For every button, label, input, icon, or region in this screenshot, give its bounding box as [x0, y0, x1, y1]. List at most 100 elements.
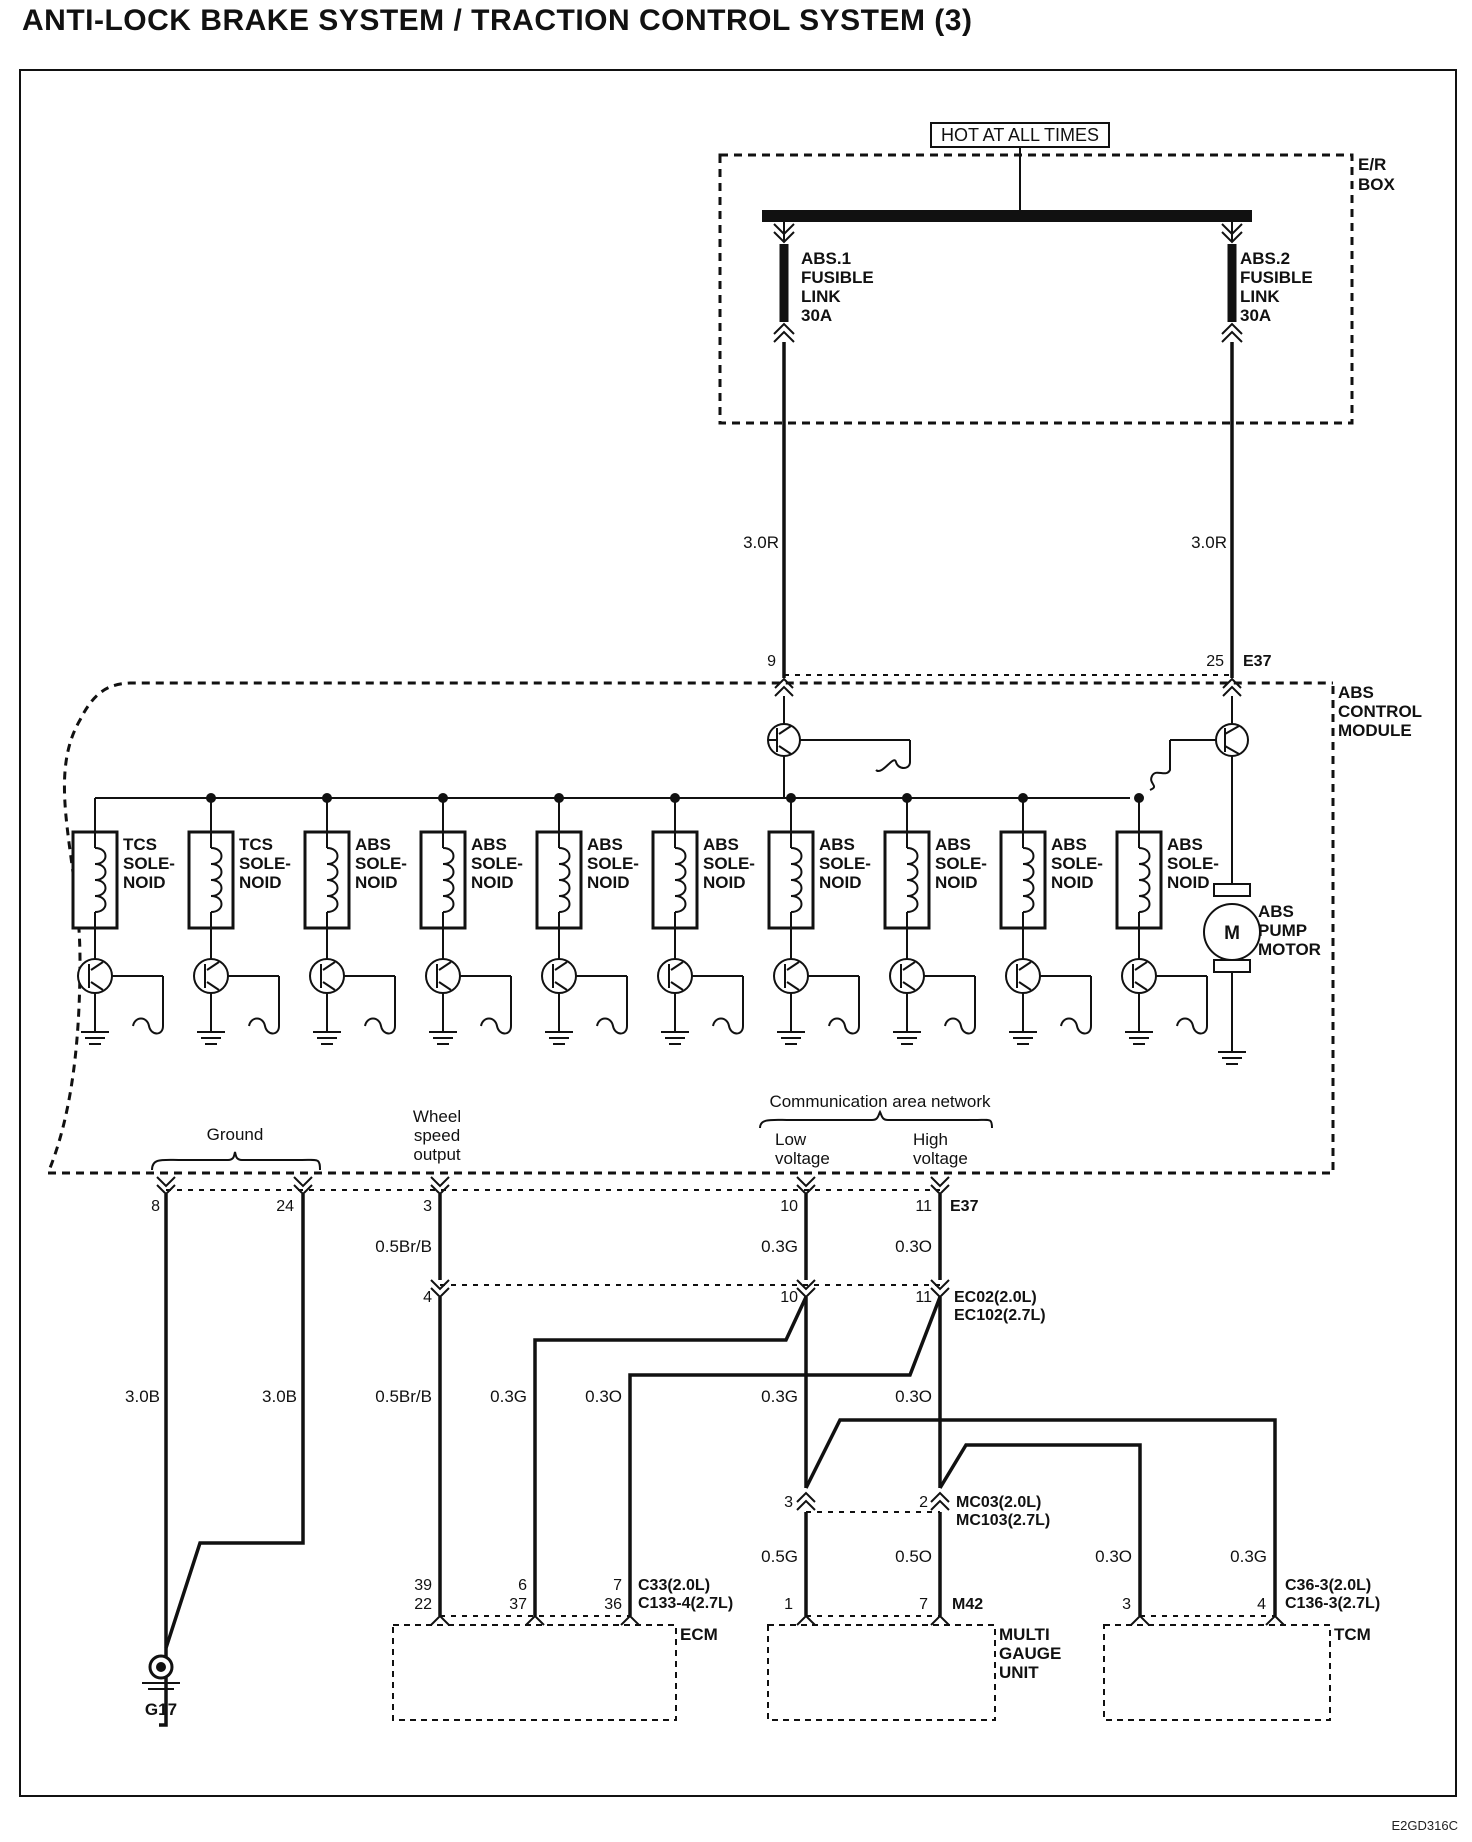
solenoid-array: TCSSOLE-NOIDTCSSOLE-NOIDABSSOLE-NOIDABSS… — [71, 793, 1219, 1045]
supply-transistor-right — [1215, 723, 1249, 757]
ecm-box — [392, 1624, 677, 1721]
wheel-speed-label-3: output — [413, 1145, 461, 1164]
connector-mc103: MC103(2.7L) — [956, 1512, 1050, 1529]
pump-motor-label-2: PUMP — [1258, 921, 1307, 940]
er-box-outline — [718, 153, 1354, 425]
solenoid-coil-6 — [674, 847, 687, 913]
solenoid-7-label-3: NOID — [819, 873, 862, 892]
solenoid-coil-9 — [1022, 847, 1035, 913]
connector-e37-top: E37 — [1243, 653, 1272, 670]
solenoid-4-label-3: NOID — [471, 873, 514, 892]
wire-label-brb-2: 0.5Br/B — [375, 1387, 432, 1406]
solenoid-7-label-1: ABS — [819, 835, 855, 854]
solenoid-4-label-2: SOLE- — [471, 854, 523, 873]
solenoid-9-label-3: NOID — [1051, 873, 1094, 892]
fusible-link-1-line4: 30A — [801, 306, 832, 325]
solenoid-coil-1 — [94, 847, 107, 913]
pin-e37-24: 24 — [276, 1198, 294, 1215]
er-box-label-1: E/R — [1358, 155, 1386, 174]
connector-c36: C36-3(2.0L) — [1285, 1577, 1371, 1594]
pin-ecm-7: 7 — [613, 1577, 622, 1594]
driver-transistor-6 — [657, 958, 693, 994]
mgu-label-1: MULTI — [999, 1625, 1050, 1644]
driver-transistor-7 — [773, 958, 809, 994]
diagram-title: ANTI-LOCK BRAKE SYSTEM / TRACTION CONTRO… — [22, 4, 973, 37]
pin-tcm-3: 3 — [1122, 1596, 1131, 1613]
solenoid-2-label-3: NOID — [239, 873, 282, 892]
driver-transistor-10 — [1121, 958, 1157, 994]
pin-ecm-36: 36 — [604, 1596, 622, 1613]
pump-motor-label-1: ABS — [1258, 902, 1294, 921]
connector-ec102: EC102(2.7L) — [954, 1307, 1046, 1324]
wire-label-g05: 0.5G — [761, 1547, 798, 1566]
solenoid-10-label-1: ABS — [1167, 835, 1203, 854]
pin-e37-8: 8 — [151, 1198, 160, 1215]
driver-transistor-4 — [425, 958, 461, 994]
solenoid-6-label-3: NOID — [703, 873, 746, 892]
bus-junction-7 — [786, 793, 796, 803]
pin-mc-2: 2 — [919, 1494, 928, 1511]
solenoid-3-label-3: NOID — [355, 873, 398, 892]
wire-label-brb-1: 0.5Br/B — [375, 1237, 432, 1256]
connector-c33: C33(2.0L) — [638, 1577, 710, 1594]
solenoid-8-label-1: ABS — [935, 835, 971, 854]
ground-g17-label: G17 — [145, 1700, 177, 1719]
solenoid-7-label-2: SOLE- — [819, 854, 871, 873]
wire-label-o05: 0.5O — [895, 1547, 932, 1566]
mgu-label-3: UNIT — [999, 1663, 1039, 1682]
mgu-label-2: GAUGE — [999, 1644, 1061, 1663]
fusible-link-1-line3: LINK — [801, 287, 841, 306]
wire-label-o03-1: 0.3O — [895, 1237, 932, 1256]
solenoid-coil-10 — [1138, 847, 1151, 913]
pin-e37-11: 11 — [915, 1198, 932, 1215]
can-high-label-2: voltage — [913, 1149, 968, 1168]
pin-e37-10: 10 — [780, 1198, 798, 1215]
fusible-link-2-line1: ABS.2 — [1240, 249, 1290, 268]
fusible-link-2-line2: FUSIBLE — [1240, 268, 1313, 287]
bus-junction-5 — [554, 793, 564, 803]
wire-label-3r-left: 3.0R — [743, 533, 779, 552]
pin-ecm-37: 37 — [509, 1596, 527, 1613]
solenoid-6-label-2: SOLE- — [703, 854, 755, 873]
bus-junction-9 — [1018, 793, 1028, 803]
bus-junction-2 — [206, 793, 216, 803]
solenoid-coil-8 — [906, 847, 919, 913]
wire-label-3b-right: 3.0B — [262, 1387, 297, 1406]
solenoid-2-label-1: TCS — [239, 835, 273, 854]
driver-transistor-5 — [541, 958, 577, 994]
hot-at-all-times-label: HOT AT ALL TIMES — [941, 125, 1099, 145]
solenoid-6-label-1: ABS — [703, 835, 739, 854]
pin-25: 25 — [1206, 653, 1224, 670]
wire-ground-8 — [159, 1194, 168, 1727]
solenoid-1-label-2: SOLE- — [123, 854, 175, 873]
driver-transistor-1 — [77, 958, 113, 994]
hot-at-all-times-box — [930, 122, 1110, 148]
solenoid-5-label-1: ABS — [587, 835, 623, 854]
fusible-link-2-line3: LINK — [1240, 287, 1280, 306]
fusible-link-2-line4: 30A — [1240, 306, 1271, 325]
wire-label-g03-3: 0.3G — [761, 1387, 798, 1406]
driver-transistor-8 — [889, 958, 925, 994]
pump-motor-label-3: MOTOR — [1258, 940, 1321, 959]
fusible-link-1-line2: FUSIBLE — [801, 268, 874, 287]
wire-can-low-ecm — [533, 1296, 808, 1616]
abs-module-outline — [45, 681, 1335, 1175]
can-title: Communication area network — [769, 1092, 991, 1111]
solenoid-5-label-3: NOID — [587, 873, 630, 892]
wheel-speed-label-2: speed — [414, 1126, 460, 1145]
wire-label-3b-left: 3.0B — [125, 1387, 160, 1406]
pin-ec-10: 10 — [780, 1289, 798, 1306]
wheel-speed-label-1: Wheel — [413, 1107, 461, 1126]
solenoid-3-label-1: ABS — [355, 835, 391, 854]
solenoid-coil-4 — [442, 847, 455, 913]
solenoid-8-label-3: NOID — [935, 873, 978, 892]
connector-c136: C136-3(2.7L) — [1285, 1595, 1380, 1612]
solenoid-1-label-1: TCS — [123, 835, 157, 854]
wire-label-3r-right: 3.0R — [1191, 533, 1227, 552]
solenoid-4-label-1: ABS — [471, 835, 507, 854]
tcm-box — [1103, 1624, 1331, 1721]
driver-transistor-2 — [193, 958, 229, 994]
solenoid-coil-2 — [210, 847, 223, 913]
pin-9: 9 — [767, 653, 776, 670]
ecm-label: ECM — [680, 1625, 718, 1644]
